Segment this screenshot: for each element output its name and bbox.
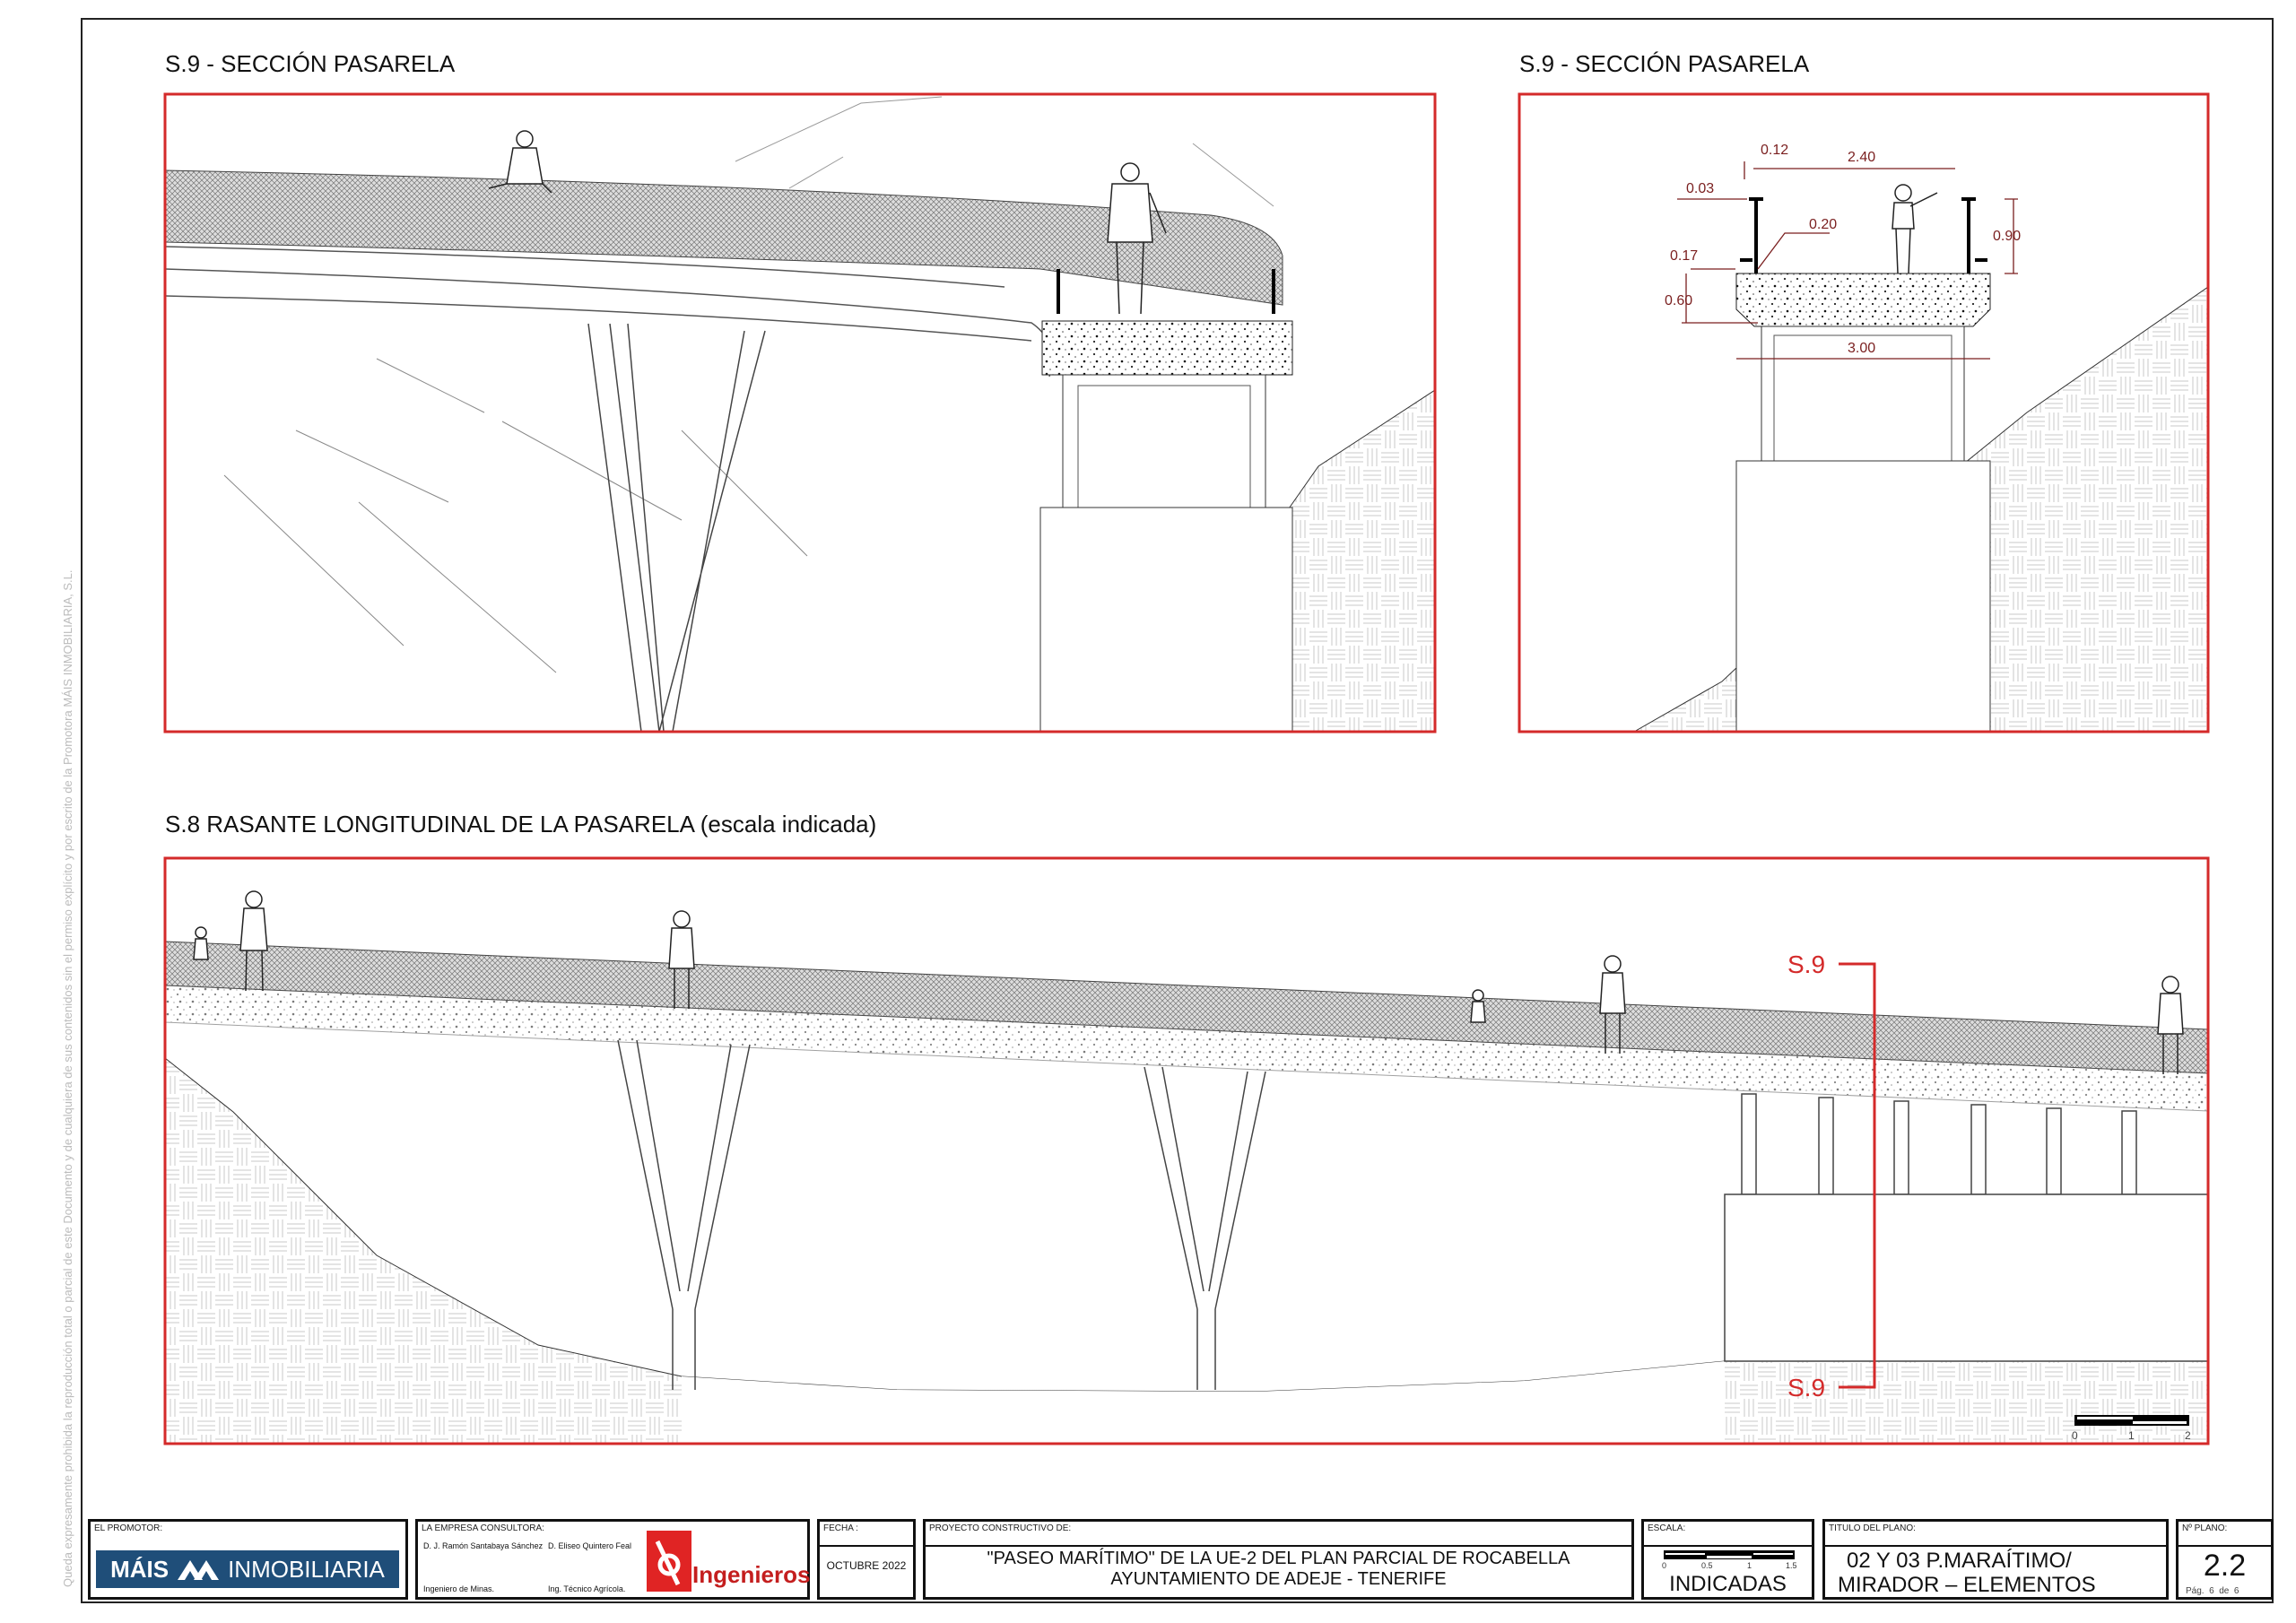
section-title-bottom: S.8 RASANTE LONGITUDINAL DE LA PASARELA … — [165, 811, 877, 838]
dim-0-90: 0.90 — [1993, 229, 2021, 244]
drawing-frame — [81, 18, 2274, 1603]
person-icon — [1892, 184, 1938, 274]
plano-number: 2.2 — [2203, 1549, 2247, 1583]
scale-tick: 1 — [2128, 1429, 2135, 1442]
person-icon — [193, 890, 2184, 1074]
svg-text:1.5: 1.5 — [1786, 1561, 1796, 1568]
logo-text: INMOBILIARIA — [228, 1555, 385, 1583]
svg-text:1: 1 — [1747, 1561, 1752, 1568]
consultora-cell: LA EMPRESA CONSULTORA: D. J. Ramón Santa… — [415, 1519, 810, 1600]
dim-0-20: 0.20 — [1809, 217, 1837, 232]
logo-text: MÁIS — [110, 1555, 170, 1583]
dim-0-03: 0.03 — [1686, 181, 1714, 196]
escala-value: INDICADAS — [1669, 1572, 1787, 1596]
panel-frame — [1518, 92, 2210, 733]
svg-text:0.5: 0.5 — [1701, 1561, 1713, 1568]
proyecto-title: "PASEO MARÍTIMO" DE LA UE-2 DEL PLAN PAR… — [926, 1549, 1631, 1590]
panel-longitudinal-profile: S.9 S.9 0 1 2 — [165, 890, 2208, 1444]
plano-cell: Nº PLANO: 2.2 Pág. 6 de 6 — [2176, 1519, 2274, 1600]
person-icon — [488, 130, 552, 194]
svg-text:0: 0 — [1662, 1561, 1666, 1568]
dim-3-00: 3.00 — [1848, 341, 1875, 356]
section-cut-line-s9 — [1839, 962, 1876, 1389]
proyecto-cell: PROYECTO CONSTRUCTIVO DE: "PASEO MARÍTIM… — [923, 1519, 1634, 1600]
engineer-name: D. Eliseo Quintero Feal — [548, 1541, 632, 1550]
titulo-line: MIRADOR – ELEMENTOS — [1838, 1573, 2096, 1597]
engineer-role: Ingeniero de Minas. — [423, 1584, 495, 1593]
fecha-value: OCTUBRE 2022 — [826, 1559, 907, 1572]
engineer-role: Ing. Técnico Agrícola. — [548, 1584, 626, 1593]
dimension-lines — [1677, 161, 2018, 360]
section-title-top-left: S.9 - SECCIÓN PASARELA — [165, 50, 456, 77]
scale-tick: 2 — [2185, 1429, 2191, 1442]
dim-2-40: 2.40 — [1848, 150, 1875, 165]
dim-0-12: 0.12 — [1761, 143, 1788, 158]
titulo-value: 02 Y 03 P.MARAÍTIMO/ MIRADOR – ELEMENTOS — [1838, 1549, 2096, 1597]
section-title-top-right: S.9 - SECCIÓN PASARELA — [1519, 50, 1810, 77]
escala-cell: ESCALA: 0 0.5 1 1.5 INDICADAS — [1641, 1519, 1814, 1600]
escala-label: ESCALA: — [1648, 1523, 1686, 1533]
consultora-logo-mark-icon — [647, 1531, 691, 1592]
scale-bar: 0 1 2 — [2072, 1415, 2191, 1442]
person-icon — [1107, 162, 1167, 315]
drawings: 0.12 2.40 0.03 0.20 0.90 0.17 0.60 3.00 — [163, 92, 2210, 1445]
promotor-logo: MÁIS INMOBILIARIA — [96, 1550, 399, 1588]
fecha-label: FECHA : — [823, 1523, 858, 1533]
consultora-logo: Ingenieros — [692, 1561, 811, 1588]
page-indicator: Pág. 6 de 6 — [2186, 1586, 2239, 1596]
titulo-line: 02 Y 03 P.MARAÍTIMO/ — [1847, 1549, 2072, 1573]
scale-tick: 0 — [2072, 1429, 2078, 1442]
logo-mark-icon — [178, 1560, 220, 1580]
dim-0-17: 0.17 — [1670, 248, 1698, 264]
titulo-label: TITULO DEL PLANO: — [1829, 1523, 1916, 1533]
titulo-cell: TITULO DEL PLANO: 02 Y 03 P.MARAÍTIMO/ M… — [1822, 1519, 2169, 1600]
scale-bar-icon: 0 0.5 1 1.5 — [1662, 1550, 1796, 1568]
plano-label: Nº PLANO: — [2182, 1523, 2228, 1533]
panel-frame — [163, 856, 2210, 1445]
section-marker-s9-top: S.9 — [1787, 950, 1825, 978]
section-marker-s9-bottom: S.9 — [1787, 1374, 1825, 1402]
promotor-cell: EL PROMOTOR: MÁIS INMOBILIARIA — [88, 1519, 408, 1600]
panel-frame — [163, 92, 1437, 733]
panel-section-perspective — [165, 96, 1435, 732]
proyecto-line: "PASEO MARÍTIMO" DE LA UE-2 DEL PLAN PAR… — [987, 1549, 1570, 1568]
panel-cross-section: 0.12 2.40 0.03 0.20 0.90 0.17 0.60 3.00 — [1632, 143, 2208, 732]
dim-0-60: 0.60 — [1665, 293, 1692, 308]
engineer-name: D. J. Ramón Santabaya Sánchez — [423, 1541, 544, 1550]
promotor-label: EL PROMOTOR: — [94, 1523, 163, 1533]
consultora-label: LA EMPRESA CONSULTORA: — [422, 1523, 544, 1533]
fecha-cell: FECHA : OCTUBRE 2022 — [817, 1519, 916, 1600]
proyecto-line: AYUNTAMIENTO DE ADEJE - TENERIFE — [1110, 1569, 1447, 1589]
proyecto-label: PROYECTO CONSTRUCTIVO DE: — [929, 1523, 1072, 1533]
